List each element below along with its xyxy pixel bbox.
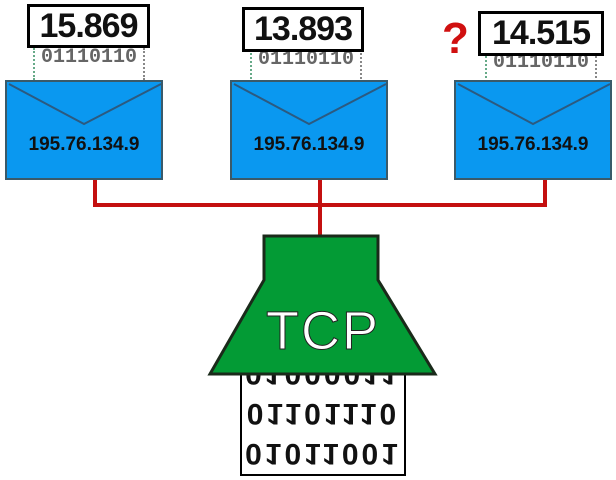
- link-host-2: [318, 180, 322, 238]
- envelope-host-3: 195.76.134.9: [454, 80, 612, 180]
- binary-row: 01011001: [245, 437, 401, 470]
- envelope-host-1: 195.76.134.9: [5, 80, 163, 180]
- tcp-funnel: [207, 234, 438, 376]
- ip-address: 195.76.134.9: [477, 134, 589, 155]
- link-host-3: [543, 180, 547, 207]
- envelope-host-2: 195.76.134.9: [230, 80, 388, 180]
- envelope-flap-icon: [8, 83, 162, 126]
- ip-address: 195.76.134.9: [253, 134, 365, 155]
- question-mark-icon: ?: [442, 14, 469, 63]
- bits-strip: 01110110: [250, 50, 362, 82]
- envelope-flap-icon: [457, 83, 611, 126]
- binary-row: 01101110: [246, 397, 400, 430]
- link-host-1: [93, 180, 97, 207]
- envelope-flap-icon: [233, 83, 387, 126]
- tcp-binary-box: 01000011 01101110 01011001: [240, 372, 406, 476]
- bits-strip: 01110110: [485, 53, 597, 85]
- value-box: 14.515: [478, 11, 604, 56]
- value-box: 13.893: [242, 7, 364, 52]
- ip-address: 195.76.134.9: [28, 134, 140, 155]
- bits-strip: 01110110: [33, 48, 145, 80]
- value-box: 15.869: [27, 4, 150, 48]
- tcp-label: TCP: [266, 301, 380, 362]
- link-bus: [93, 203, 547, 207]
